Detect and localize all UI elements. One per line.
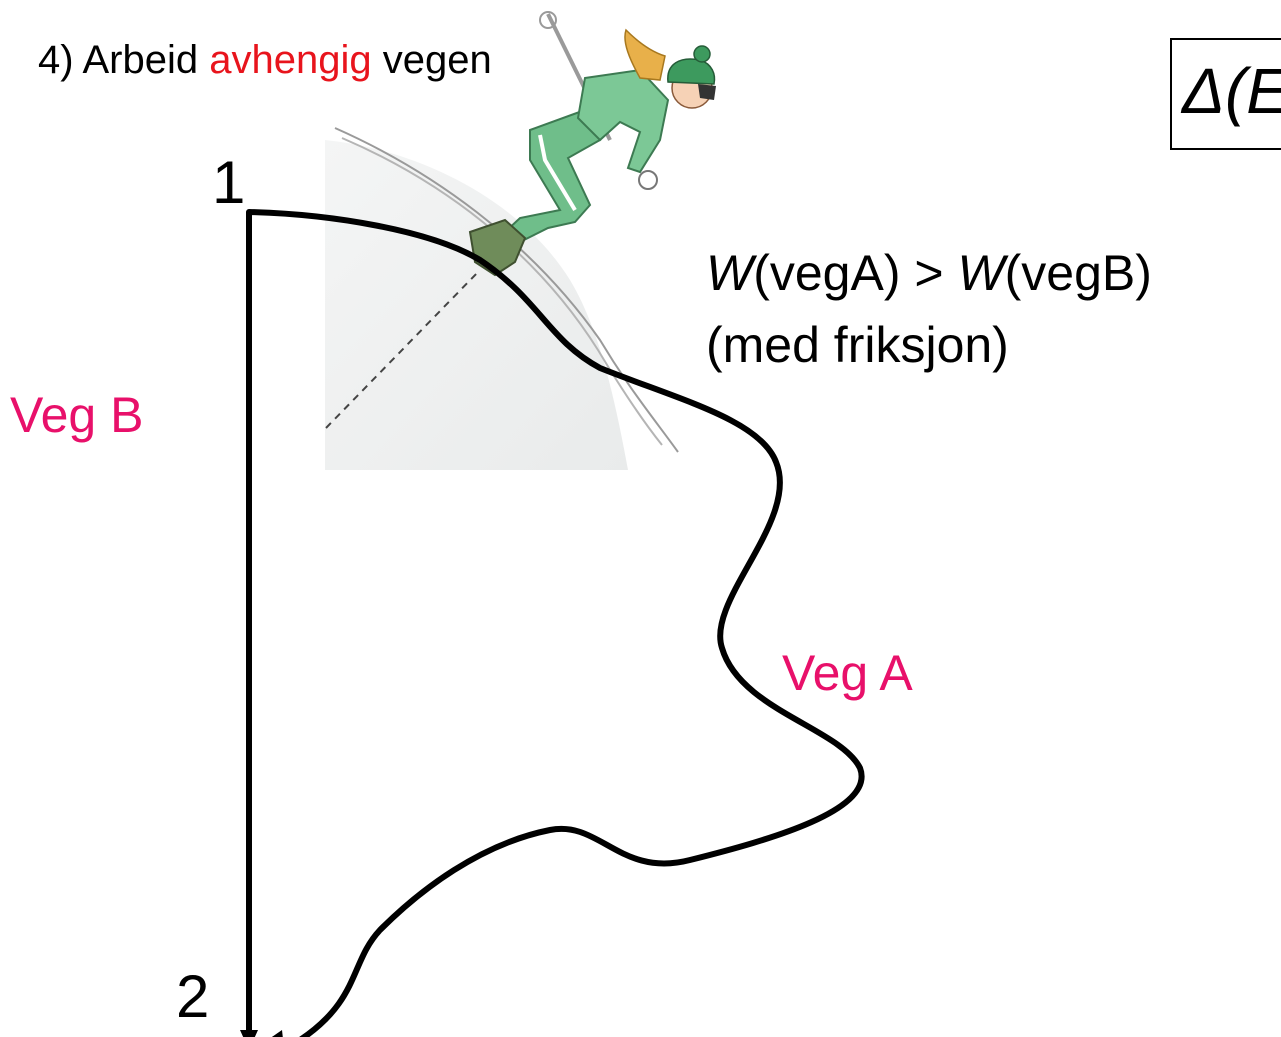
pole-basket-icon (539, 11, 557, 29)
skier-goggles (698, 84, 716, 100)
formula-text: Δ(E (1182, 55, 1281, 127)
path-a-arrowhead (271, 1030, 283, 1037)
path-a-curve (246, 209, 865, 1037)
path-b-label: Veg B (10, 387, 144, 443)
point-1-label: 1 (212, 149, 246, 216)
slide-heading: 4) Arbeid avhengig vegen (38, 38, 492, 83)
skier-glove-icon (638, 170, 658, 190)
ski-track-inner (341, 137, 663, 446)
skier-hat (667, 58, 716, 85)
snow-slope (325, 140, 628, 470)
hat-pompom (693, 45, 711, 63)
work-relation: W(vegA) > W(vegB) (706, 244, 1152, 302)
work-arg-a: (vegA) > (753, 245, 958, 301)
path-a-label: Veg A (782, 645, 913, 701)
skier-jacket (576, 68, 670, 174)
ski-track-outer (334, 127, 679, 453)
slope-tangent-dashed (325, 269, 481, 429)
heading-prefix: 4) Arbeid (38, 38, 210, 82)
heading-highlight: avhengig (209, 38, 372, 82)
skier-illustration (325, 11, 716, 470)
heading-suffix: vegen (371, 38, 492, 82)
work-arg-b: (vegB) (1004, 245, 1152, 301)
path-b-arrowhead (240, 1030, 258, 1037)
formula-box: Δ(E (1170, 38, 1281, 150)
work-symbol-b: W (957, 245, 1005, 301)
point-2-label: 2 (176, 963, 210, 1030)
friction-condition: (med friksjon) (706, 317, 1009, 373)
skier-hair (624, 28, 666, 81)
work-symbol-a: W (706, 245, 754, 301)
pants-stripe (538, 134, 577, 212)
